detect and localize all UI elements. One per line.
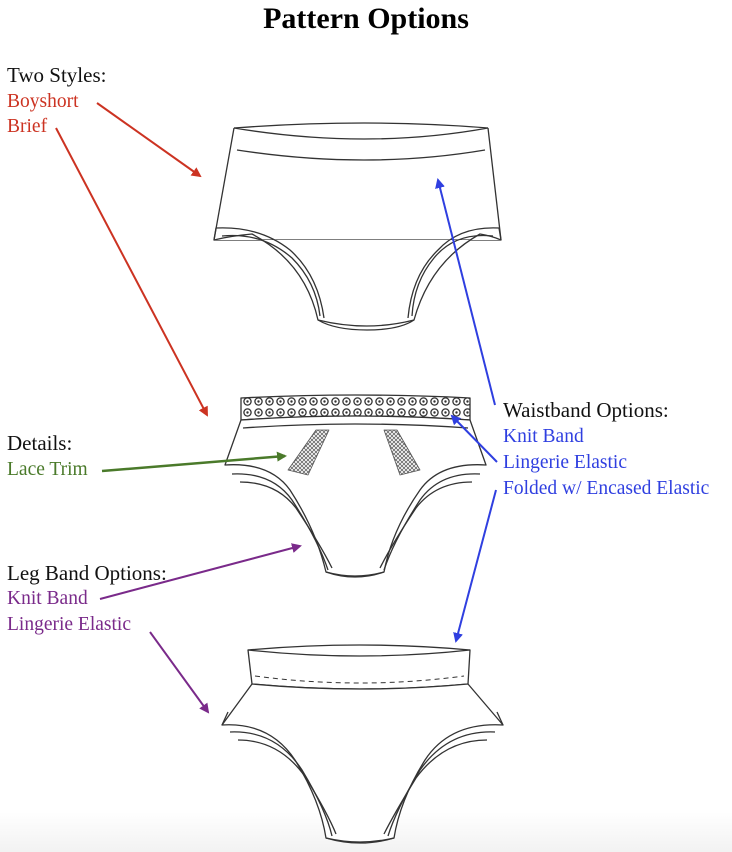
arrow-leg-lingerie (149, 631, 210, 714)
leg-band-knit-label: Knit Band (7, 588, 88, 609)
styles-heading: Two Styles: (7, 63, 107, 87)
waistband-knit-label: Knit Band (503, 426, 584, 447)
arrow-boyshort (96, 102, 202, 178)
leg-band-lingerie-label: Lingerie Elastic (7, 614, 131, 635)
arrow-lace-trim (101, 451, 287, 473)
high-waist-brief-illustration (221, 644, 504, 844)
waistband-heading: Waistband Options: (503, 398, 669, 422)
brief-with-lace-illustration (224, 394, 487, 578)
arrow-waist-folded (453, 489, 497, 643)
style-brief-label: Brief (7, 116, 48, 137)
arrow-waist-knit (435, 178, 496, 406)
leg-band-heading: Leg Band Options: (7, 561, 167, 585)
waistband-lingerie-label: Lingerie Elastic (503, 452, 627, 473)
arrow-leg-knit (99, 543, 302, 600)
boyshort-illustration (213, 122, 502, 331)
arrow-waist-lingerie (450, 414, 498, 463)
page-title: Pattern Options (263, 2, 469, 35)
details-lace-trim-label: Lace Trim (7, 459, 88, 480)
arrow-brief (55, 127, 208, 417)
details-heading: Details: (7, 431, 73, 455)
style-boyshort-label: Boyshort (7, 91, 79, 112)
waistband-folded-label: Folded w/ Encased Elastic (503, 478, 710, 499)
